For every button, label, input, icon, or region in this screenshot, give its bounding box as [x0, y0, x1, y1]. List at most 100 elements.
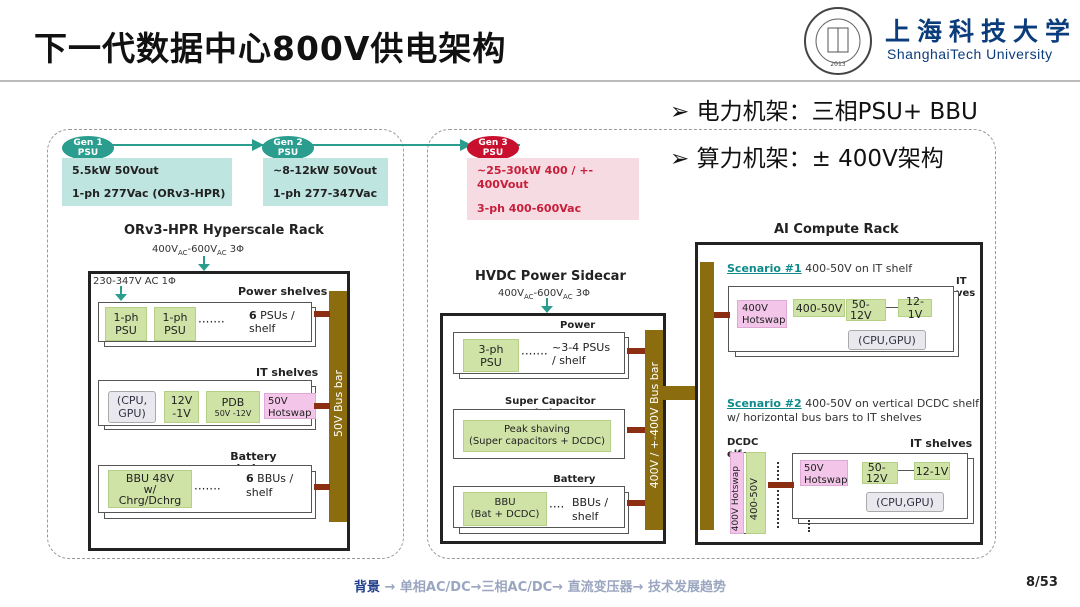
s2-conv-vtext: 400-50V [749, 478, 760, 521]
s2-400-50v [746, 452, 766, 534]
scenario1-connector [714, 312, 730, 318]
ai-rack-title: AI Compute Rack [774, 222, 899, 237]
sidecar-title: HVDC Power Sidecar [475, 269, 626, 284]
sidecar-battery-connector [627, 500, 645, 506]
bullet-compute-rack: ➢ 算力机架：± 400V架构 [670, 146, 944, 172]
left-region [47, 129, 404, 559]
left-12v-converter: 12V -1V [164, 391, 199, 423]
sidecar-input-arrow [541, 298, 553, 313]
s2-50-12v: 50- 12V [862, 462, 898, 484]
scenario2-text: 400-50V on vertical DCDC shelf [801, 397, 980, 410]
interconnect-bus [663, 386, 697, 400]
sidecar-bbu-dots: ···· [549, 500, 565, 514]
s2-hotswap-vtext: 400V Hotswap [731, 466, 741, 532]
gen2-psu-badge: Gen 2 PSU [262, 136, 314, 160]
power-shelf-connector [314, 311, 330, 317]
left-psu-1: 1-ph PSU [105, 307, 147, 341]
university-seal-logo: 2013 [804, 7, 872, 75]
left-psu-2: 1-ph PSU [154, 307, 196, 341]
left-psu-count: 6 PSUs / shelf [249, 309, 295, 335]
left-input-arrow [198, 256, 210, 271]
s2-line [898, 470, 914, 471]
s1-50-12v: 50- 12V [846, 299, 886, 321]
sidecar-power-label: Power [560, 320, 596, 331]
s2-12-1v: 12-1V [914, 462, 950, 480]
left-50v-hotswap: 50V Hotswap [264, 393, 316, 419]
sidecar-psu-dots: ······· [521, 347, 548, 361]
footer-sections: → 单相AC/DC→三相AC/DC→ 直流变压器→ 技术发展趋势 [379, 580, 727, 595]
sidecar-bus-label: 400V / +-400V Bus bar [648, 362, 661, 489]
supercap-box: Peak shaving (Super capacitors + DCDC) [463, 420, 611, 452]
ai-rack-bus-bar [700, 262, 714, 530]
left-bbu-dots: ······· [194, 482, 221, 496]
supercap-connector [627, 427, 645, 433]
bullet-power-rack: ➢ 电力机架：三相PSU+ BBU [670, 99, 978, 125]
sidecar-power-connector [627, 348, 645, 354]
pdb-label: PDB [221, 396, 245, 409]
left-psu-dots: ······· [198, 315, 225, 329]
footer-current-section[interactable]: 背景 [353, 580, 380, 595]
gen2-spec-line1: ~8-12kW 50Vout [273, 164, 377, 177]
s2-50v-hotswap: 50V Hotswap [800, 460, 848, 486]
scenario2-link[interactable]: Scenario #2 [727, 397, 802, 410]
s2-vdots [777, 462, 780, 528]
left-ac-arrow [115, 286, 127, 301]
left-rack-input: 400VAC-600VAC 3Φ [152, 244, 245, 257]
gen1-spec-box: 5.5kW 50Vout 1-ph 277Vac (ORv3-HPR) [62, 158, 232, 206]
gen2-spec-box: ~8-12kW 50Vout 1-ph 277-347Vac [263, 158, 388, 206]
it-shelf-connector [314, 403, 330, 409]
scenario1-line: Scenario #1 400-50V on IT shelf [727, 262, 912, 275]
scenario2-line: Scenario #2 400-50V on vertical DCDC she… [727, 397, 979, 410]
university-name-en: ShanghaiTech University [887, 46, 1053, 62]
left-50v-bus-bar [329, 291, 347, 522]
sidecar-bbu-count: BBUs / shelf [572, 496, 609, 523]
scenario2-connector [768, 482, 794, 488]
gen1-spec-line1: 5.5kW 50Vout [72, 164, 159, 177]
left-cpu-gpu: (CPU, GPU) [108, 391, 156, 423]
s2-400v-hotswap [730, 452, 744, 534]
footer-nav: 背景 → 单相AC/DC→三相AC/DC→ 直流变压器→ 技术发展趋势 [0, 576, 1080, 595]
s1-400-50v: 400-50V [793, 299, 845, 317]
it-shelves-label-2: IT shelves [910, 437, 973, 450]
s1-cpu-gpu: (CPU,GPU) [848, 330, 926, 350]
gen2-spec-line2: 1-ph 277-347Vac [273, 187, 378, 200]
s2-cpu-gpu: (CPU,GPU) [866, 492, 944, 512]
gen3-spec-line1: ~25-30kW 400 / +- [477, 164, 594, 177]
page-number: 8/53 [1026, 575, 1058, 590]
it-shelves-label-1: IT ves [956, 276, 976, 299]
battery-shelf-connector [314, 484, 330, 490]
left-bbu-count: 6 BBUs / shelf [246, 472, 294, 499]
s2-more-dots [808, 520, 811, 532]
left-bus-label: 50V Bus bar [332, 370, 345, 438]
svg-text:2013: 2013 [830, 61, 845, 68]
title-divider [0, 80, 1080, 82]
left-bbu: BBU 48V w/ Chrg/Dchrg [108, 470, 192, 508]
gen3-spec-line1b: 400Vout [477, 178, 529, 191]
sidecar-input: 400VAC-600VAC 3Φ [498, 288, 591, 301]
it-shelves-label: IT shelves [256, 366, 319, 379]
gen1-psu-badge: Gen 1 PSU [62, 136, 114, 160]
sidecar-bus-bar [645, 330, 663, 530]
university-name-cn: 上海科技大学 [885, 17, 1078, 46]
left-ac-input-label: 230-347V AC 1Φ [93, 276, 176, 287]
scenario2-text2: w/ horizontal bus bars to IT shelves [727, 411, 922, 424]
pdb-sub: 50V -12V [214, 409, 252, 418]
right-region [427, 129, 996, 559]
left-rack-title: ORv3-HPR Hyperscale Rack [124, 223, 324, 238]
page-title: 下一代数据中心800V供电架构 [34, 29, 507, 68]
scenario1-text: 400-50V on IT shelf [801, 262, 913, 275]
gen3-spec-line2: 3-ph 400-600Vac [477, 202, 582, 215]
gen1-spec-line2: 1-ph 277Vac (ORv3-HPR) [72, 187, 226, 200]
gen3-spec-box: ~25-30kW 400 / +- 400Vout 3-ph 400-600Va… [467, 158, 639, 220]
s1-12-1v: 12-1V [898, 295, 932, 321]
sidecar-bbu: BBU (Bat + DCDC) [463, 492, 547, 526]
sidecar-3ph-psu: 3-ph PSU [463, 339, 519, 372]
s1-line [886, 307, 900, 308]
timeline-arrows [252, 139, 472, 151]
gen3-psu-badge: Gen 3 PSU [467, 136, 519, 160]
power-shelves-label: Power shelves [238, 285, 328, 298]
scenario1-link[interactable]: Scenario #1 [727, 262, 802, 275]
s1-400v-hotswap: 400V Hotswap [737, 300, 787, 328]
sidecar-psu-count: ~3-4 PSUs / shelf [552, 341, 611, 367]
